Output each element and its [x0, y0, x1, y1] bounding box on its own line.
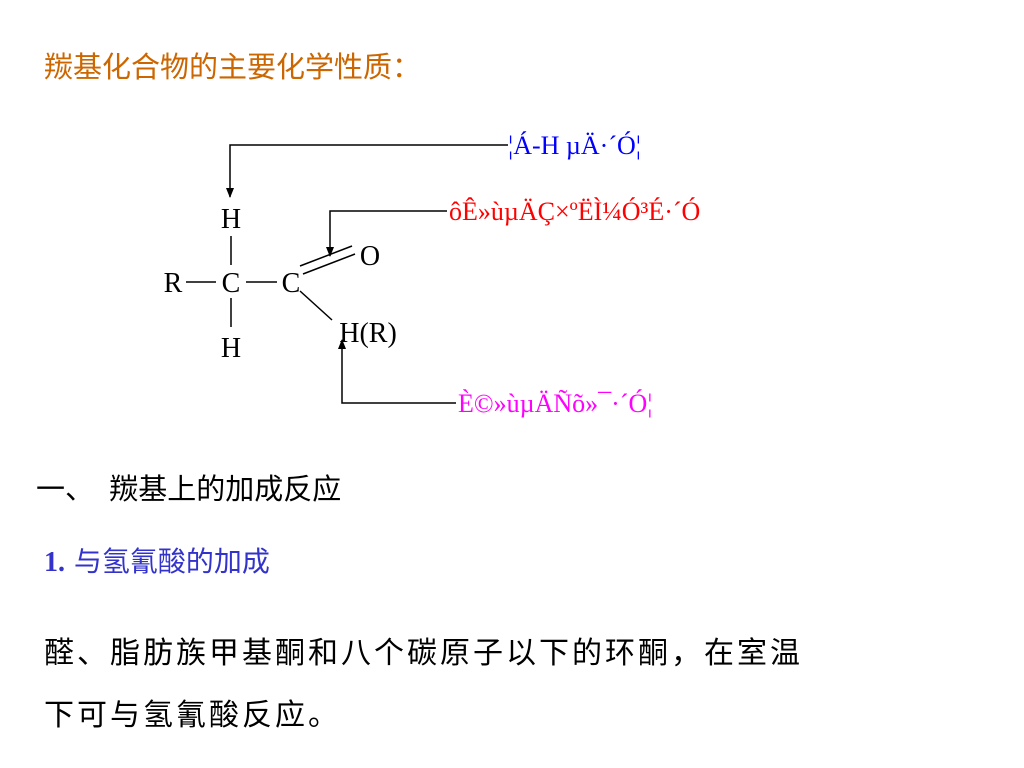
subsection-heading: 1. 与氢氰酸的加成 [44, 540, 270, 580]
atom-h-top: H [221, 204, 241, 235]
oxidation-reaction-label: È©»ùµÄÑõ»¯·´Ó¦ [458, 389, 652, 418]
alpha-h-reaction-label: ¦Á-H µÄ·´Ó¦ [508, 131, 641, 160]
atom-o: O [360, 241, 380, 272]
nucleophilic-arrow [326, 210, 447, 257]
atom-r: R [164, 268, 183, 299]
section-number: 一、 [36, 472, 95, 506]
alpha-h-arrow [226, 144, 508, 198]
atom-c2: C [282, 268, 301, 299]
bond-c2-o-outer [299, 245, 353, 267]
body-paragraph-line-1: 醛、脂肪族甲基酮和八个碳原子以下的环酮，在室温 [44, 636, 803, 671]
oxidation-arrow [338, 339, 456, 404]
bond-c2-o-inner [302, 253, 356, 275]
section-heading: 一、 羰基上的加成反应 [36, 466, 341, 508]
section-title: 羰基上的加成反应 [109, 472, 342, 506]
nucleophilic-addition-label: ôÊ»ùµÄÇ×ºËÌ¼Ó³É·´Ó [449, 197, 700, 226]
subsection-number: 1. [44, 547, 65, 578]
atom-h-bottom: H [221, 333, 241, 364]
body-paragraph-line-2: 下可与氢氰酸反应。 [44, 698, 341, 733]
bond-c2-hr [299, 290, 333, 321]
atom-c1: C [222, 268, 241, 299]
subsection-title: 与氢氰酸的加成 [73, 545, 270, 578]
page-title: 羰基化合物的主要化学性质： [44, 50, 422, 84]
atom-h-r: H(R) [339, 318, 397, 349]
